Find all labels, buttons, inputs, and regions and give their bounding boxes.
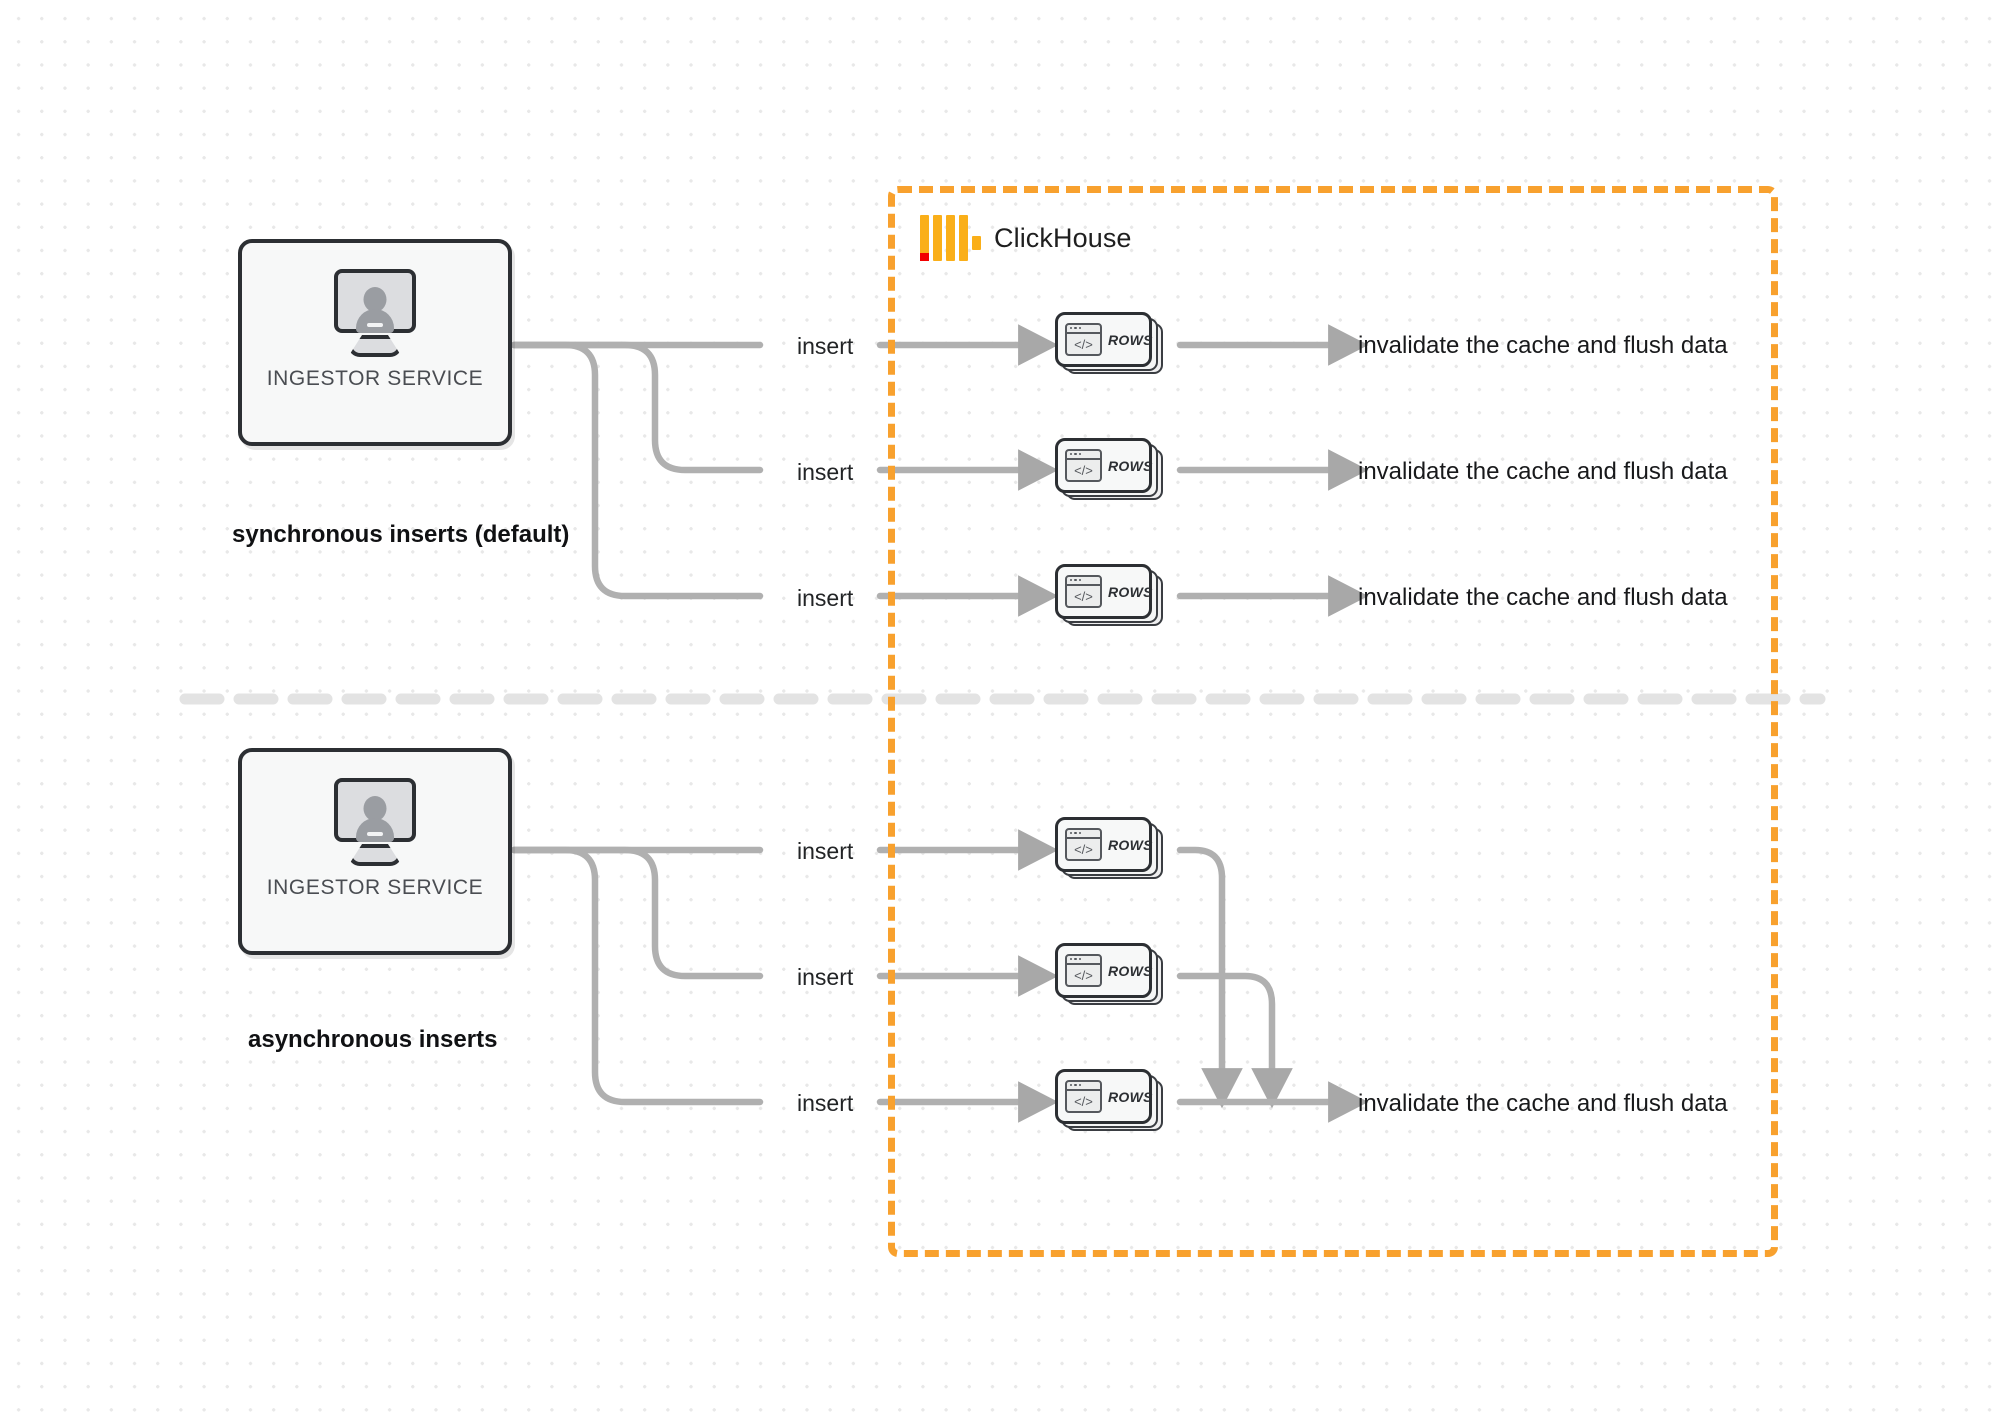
async-merge-wire-2 <box>1176 972 1293 1109</box>
code-glyph: </> <box>1074 588 1093 604</box>
result-label-async-merged: invalidate the cache and flush data <box>1358 1090 1728 1117</box>
rows-label: ROWS <box>1108 457 1153 474</box>
code-window-icon: </> <box>1065 323 1102 356</box>
clickhouse-logo <box>920 215 981 261</box>
rows-label: ROWS <box>1108 331 1153 348</box>
rows-card-sync-1[interactable]: </> ROWS <box>1055 312 1163 374</box>
rows-card-sync-2[interactable]: </> ROWS <box>1055 438 1163 500</box>
ingestor-service-sync[interactable]: INGESTOR SERVICE <box>238 239 512 446</box>
ingestor-service-async[interactable]: INGESTOR SERVICE <box>238 748 512 955</box>
code-window-icon: </> <box>1065 575 1102 608</box>
sync-wire-trunk-3 <box>510 341 764 600</box>
code-glyph: </> <box>1074 967 1093 983</box>
clickhouse-boundary <box>888 186 1778 1257</box>
rows-card-async-2[interactable]: </> ROWS <box>1055 943 1163 1005</box>
rows-card-async-3[interactable]: </> ROWS <box>1055 1069 1163 1131</box>
code-window-icon: </> <box>1065 1080 1102 1113</box>
monitor-user-icon <box>326 269 424 357</box>
code-window-icon: </> <box>1065 449 1102 482</box>
insert-label-async-3: insert <box>797 1090 854 1116</box>
monitor-user-icon <box>326 778 424 866</box>
async-wire-trunk-3 <box>510 846 764 1106</box>
code-glyph: </> <box>1074 336 1093 352</box>
rows-card-async-1[interactable]: </> ROWS <box>1055 817 1163 879</box>
insert-label-sync-3: insert <box>797 585 854 611</box>
rows-label: ROWS <box>1108 962 1153 979</box>
section-caption-asynchronous: asynchronous inserts <box>248 1026 498 1053</box>
code-glyph: </> <box>1074 841 1093 857</box>
rows-card-sync-3[interactable]: </> ROWS <box>1055 564 1163 626</box>
result-label-sync-1: invalidate the cache and flush data <box>1358 332 1728 359</box>
async-merge-wire-1 <box>1176 846 1243 1109</box>
insert-label-async-2: insert <box>797 964 854 990</box>
insert-label-sync-2: insert <box>797 459 854 485</box>
result-label-sync-2: invalidate the cache and flush data <box>1358 458 1728 485</box>
clickhouse-header: ClickHouse <box>920 215 1132 261</box>
ingestor-service-sync-label: INGESTOR SERVICE <box>266 367 484 390</box>
sync-wire-trunk-2 <box>510 341 764 474</box>
section-caption-synchronous: synchronous inserts (default) <box>232 521 570 548</box>
rows-label: ROWS <box>1108 836 1153 853</box>
async-wire-trunk-2 <box>510 846 764 980</box>
rows-label: ROWS <box>1108 583 1153 600</box>
code-window-icon: </> <box>1065 954 1102 987</box>
result-label-sync-3: invalidate the cache and flush data <box>1358 584 1728 611</box>
code-glyph: </> <box>1074 1093 1093 1109</box>
rows-label: ROWS <box>1108 1088 1153 1105</box>
insert-label-async-1: insert <box>797 838 854 864</box>
code-window-icon: </> <box>1065 828 1102 861</box>
clickhouse-label: ClickHouse <box>994 222 1132 253</box>
code-glyph: </> <box>1074 462 1093 478</box>
ingestor-service-async-label: INGESTOR SERVICE <box>266 876 484 899</box>
insert-label-sync-1: insert <box>797 333 854 359</box>
